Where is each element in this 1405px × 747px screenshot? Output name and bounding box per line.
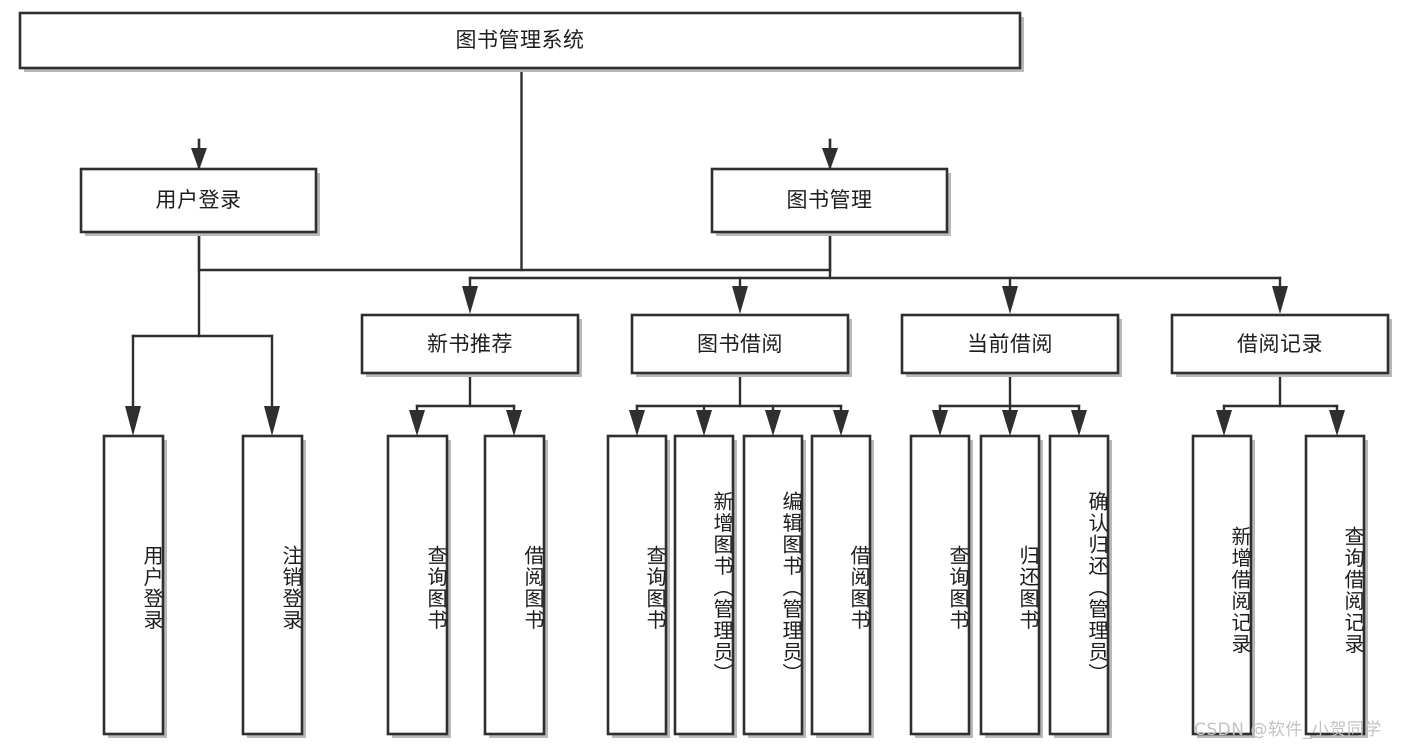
- node-box-leaf-confirm-return[interactable]: [1048, 434, 1112, 738]
- node-box-leaf-query-record[interactable]: [1304, 434, 1368, 738]
- node-box-borrow-record[interactable]: [1170, 313, 1392, 377]
- node-box-leaf-query-book-3[interactable]: [909, 434, 973, 738]
- node-box-current-borrow[interactable]: [900, 313, 1122, 377]
- connector-new-book-recommend-to-leaves: [409, 373, 522, 436]
- node-box-new-book-recommend[interactable]: [360, 313, 582, 377]
- arrow-root-left: [191, 148, 207, 170]
- connector-book-management-to-level3: [462, 230, 1288, 314]
- connector-current-borrow-to-leaves: [932, 373, 1087, 436]
- node-box-leaf-user-login[interactable]: [102, 434, 167, 738]
- node-box-leaf-query-book-2[interactable]: [606, 434, 670, 738]
- node-box-book-borrow[interactable]: [630, 313, 852, 377]
- node-box-leaf-add-book[interactable]: [673, 434, 737, 738]
- node-box-leaf-borrow-book-2[interactable]: [810, 434, 874, 738]
- node-box-leaf-return-book[interactable]: [979, 434, 1043, 738]
- node-box-user-login[interactable]: [79, 167, 320, 236]
- connector-book-borrow-to-leaves: [629, 373, 849, 436]
- node-box-leaf-add-record[interactable]: [1191, 434, 1255, 738]
- node-box-leaf-borrow-book-1[interactable]: [483, 434, 548, 738]
- connector-user-login-to-leaves: [125, 230, 280, 436]
- node-box-book-management[interactable]: [710, 167, 951, 236]
- node-box-leaf-query-book-1[interactable]: [386, 434, 451, 738]
- node-box-root[interactable]: [18, 11, 1024, 72]
- node-box-leaf-logout-login[interactable]: [241, 434, 306, 738]
- connector-borrow-record-to-leaves: [1216, 373, 1345, 436]
- node-box-leaf-edit-book[interactable]: [742, 434, 806, 738]
- arrow-root-right: [822, 148, 838, 170]
